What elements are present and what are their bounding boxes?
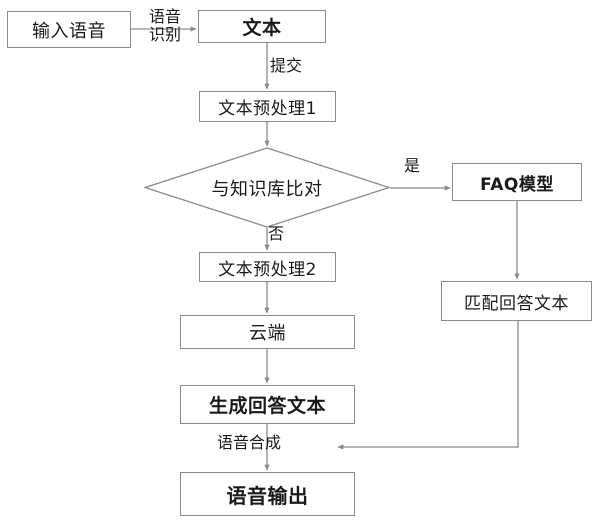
edge-label-speech-synthesis: 语音合成: [217, 433, 282, 452]
node-preprocess2[interactable]: 文本预处理2: [199, 252, 336, 282]
node-gen-answer[interactable]: 生成回答文本: [180, 385, 355, 424]
diamond-shape: [142, 147, 392, 228]
node-cloud[interactable]: 云端: [180, 315, 355, 349]
node-text[interactable]: 文本: [198, 10, 326, 43]
node-preprocess1[interactable]: 文本预处理1: [199, 91, 336, 122]
edge-label-yes: 是: [404, 156, 421, 175]
edge-label-speech-recognition-line1: 语音: [148, 7, 181, 26]
edge-label-speech-recognition-line2: 识别: [148, 25, 181, 45]
edge-label-submit: 提交: [270, 56, 303, 75]
node-input-speech[interactable]: 输入语音: [7, 11, 131, 48]
node-match-answer[interactable]: 匹配回答文本: [441, 281, 592, 321]
node-faq-model[interactable]: FAQ模型: [452, 163, 582, 201]
edge-match-to-merge: [337, 321, 519, 450]
edge-label-no: 否: [268, 224, 285, 243]
edge-label-speech-recognition: 语音 识别: [136, 7, 194, 45]
node-speech-output[interactable]: 语音输出: [180, 472, 355, 516]
node-compare-kb-label: 与知识库比对: [211, 178, 323, 200]
node-compare-kb[interactable]: 与知识库比对: [142, 147, 392, 228]
